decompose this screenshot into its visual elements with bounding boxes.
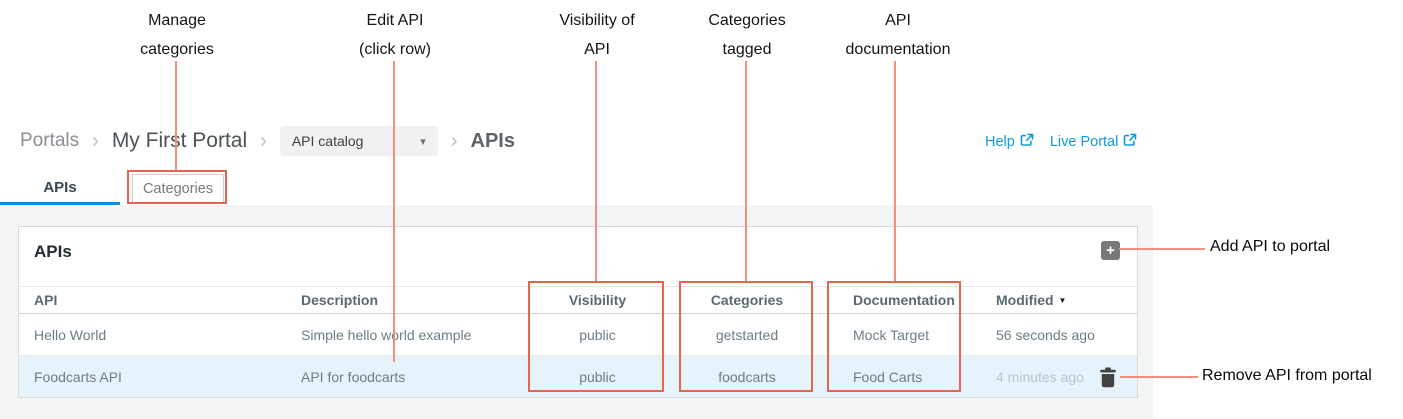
cell-visibility: public — [579, 369, 616, 385]
column-header-modified[interactable]: Modified ▼ — [996, 287, 1126, 313]
callout-edit-api: Edit API (click row) — [310, 6, 480, 64]
callout-text: Categories — [708, 12, 786, 29]
annotation-line-edit-api — [393, 61, 395, 362]
breadcrumb-portals[interactable]: Portals — [20, 130, 80, 151]
add-api-button[interactable]: + — [1101, 241, 1120, 260]
callout-text: Manage — [148, 12, 206, 29]
annotation-line-manage-categories — [175, 61, 177, 172]
callout-api-documentation: API documentation — [813, 6, 983, 64]
callout-text: (click row) — [359, 41, 431, 58]
card-title: APIs — [34, 242, 72, 261]
apis-card: APIs + API Description Visibility Catego… — [18, 226, 1138, 398]
column-header-modified-label: Modified — [996, 292, 1054, 308]
tab-apis[interactable]: APIs — [43, 179, 77, 196]
annotation-line-add-api — [1119, 248, 1205, 250]
annotation-line-remove-api — [1120, 376, 1198, 378]
live-portal-link[interactable]: Live Portal — [1050, 133, 1138, 151]
breadcrumb-portal-name[interactable]: My First Portal — [111, 129, 248, 152]
column-header-api: API — [34, 292, 58, 308]
table-row[interactable]: Foodcarts API API for foodcarts public f… — [19, 356, 1137, 397]
cell-categories: foodcarts — [718, 369, 776, 385]
external-link-icon — [1020, 133, 1034, 151]
callout-text: categories — [140, 41, 214, 58]
tab-categories[interactable]: Categories — [132, 174, 224, 204]
breadcrumb-separator: › — [92, 129, 99, 152]
column-header-categories: Categories — [710, 292, 784, 308]
table-header-row: API Description Visibility Categories Do… — [19, 286, 1137, 314]
callout-text: API — [584, 41, 610, 58]
header-links: Help Live Portal — [985, 133, 1137, 151]
table-row[interactable]: Hello World Simple hello world example p… — [19, 314, 1137, 356]
cell-documentation: Food Carts — [853, 369, 923, 385]
live-portal-link-label: Live Portal — [1049, 134, 1119, 150]
callout-visibility-of-api: Visibility of API — [512, 6, 682, 64]
chevron-down-icon: ▾ — [420, 135, 426, 148]
callout-add-api: Add API to portal — [1210, 238, 1331, 255]
breadcrumb-current-page: APIs — [470, 129, 515, 152]
callout-text: documentation — [845, 41, 951, 58]
api-catalog-dropdown[interactable]: API catalog ▾ — [279, 126, 438, 156]
sort-descending-icon: ▼ — [1058, 295, 1067, 305]
cell-modified: 4 minutes ago — [996, 369, 1084, 385]
cell-api: Hello World — [34, 326, 107, 343]
callout-text: API — [885, 12, 911, 29]
cell-modified: 56 seconds ago — [996, 326, 1095, 343]
cell-api: Foodcarts API — [34, 369, 122, 385]
column-header-documentation: Documentation — [853, 292, 955, 308]
annotation-line-categories — [745, 61, 747, 282]
annotation-line-documentation — [894, 61, 896, 282]
cell-description: API for foodcarts — [301, 369, 406, 385]
cell-visibility: public — [579, 326, 616, 343]
cell-categories: getstarted — [715, 326, 779, 343]
help-link[interactable]: Help — [985, 133, 1034, 151]
callout-remove-api: Remove API from portal — [1202, 367, 1372, 384]
trash-icon — [1099, 367, 1117, 392]
external-link-icon — [1123, 133, 1137, 151]
annotation-line-visibility — [595, 61, 597, 282]
breadcrumb-separator: › — [260, 129, 267, 152]
plus-icon: + — [1106, 242, 1115, 259]
callout-text: tagged — [722, 41, 772, 58]
api-catalog-dropdown-value: API catalog — [291, 133, 364, 149]
column-header-description: Description — [301, 292, 379, 308]
breadcrumb-separator: › — [450, 129, 458, 152]
active-tab-underline — [0, 202, 120, 205]
callout-manage-categories: Manage categories — [92, 6, 262, 64]
column-header-visibility: Visibility — [568, 292, 627, 308]
help-link-label: Help — [985, 134, 1015, 150]
remove-api-button[interactable] — [1099, 367, 1117, 388]
callout-text: Edit API — [366, 12, 424, 29]
cell-description: Simple hello world example — [301, 326, 472, 343]
callout-categories-tagged: Categories tagged — [662, 6, 832, 64]
cell-documentation: Mock Target — [853, 326, 929, 343]
callout-text: Visibility of — [559, 12, 635, 29]
breadcrumb: Portals › My First Portal › API catalog … — [20, 122, 515, 160]
